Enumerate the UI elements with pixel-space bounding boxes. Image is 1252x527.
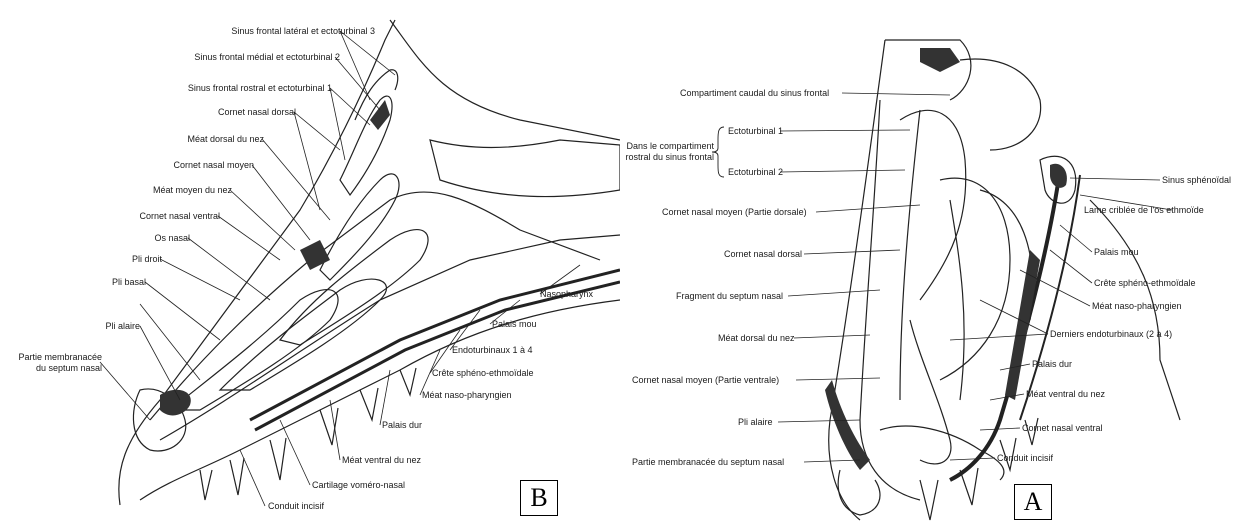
label-palais-dur: Palais dur [1032,359,1072,369]
label-dans-le-compartiment: Dans le compartiment [620,141,714,151]
label-lame-criblee: Lame criblée de l'os ethmoïde [1084,205,1204,215]
panel-b: Sinus frontal latéral et ectoturbinal 3 … [0,0,620,527]
label-meat-naso-pharyngien: Méat naso-pharyngien [422,390,512,400]
label-sinus-frontal-rostral: Sinus frontal rostral et ectoturbinal 1 [160,83,332,93]
label-ectoturbinal-1: Ectoturbinal 1 [728,126,783,136]
label-cornet-nasal-ventral: Cornet nasal ventral [110,211,220,221]
label-meat-dorsal: Méat dorsal du nez [718,333,795,343]
label-crete-spheno-ethmoidale: Crête sphéno-ethmoïdale [1094,278,1196,288]
nasal-cavity-illustration-b [0,0,620,527]
label-meat-ventral: Méat ventral du nez [342,455,421,465]
label-cornet-nasal-dorsal: Cornet nasal dorsal [190,107,296,117]
label-partie-membranacee-septum: Partie membranacée du septum nasal [632,457,784,467]
label-cornet-nasal-moyen-dorsale: Cornet nasal moyen (Partie dorsale) [662,207,807,217]
panel-letter-b: B [520,480,558,516]
label-pli-droit: Pli droit [100,254,162,264]
label-conduit-incisif: Conduit incisif [997,453,1053,463]
label-compartiment-caudal: Compartiment caudal du sinus frontal [680,88,829,98]
label-sinus-frontal-lateral: Sinus frontal latéral et ectoturbinal 3 [175,26,375,36]
label-os-nasal: Os nasal [110,233,190,243]
label-pli-basal: Pli basal [80,277,146,287]
label-endoturbinaux: Endoturbinaux 1 à 4 [452,345,533,355]
label-palais-mou: Palais mou [1094,247,1139,257]
label-sinus-frontal-medial: Sinus frontal médial et ectoturbinal 2 [165,52,340,62]
label-meat-naso-pharyngien: Méat naso-pharyngien [1092,301,1182,311]
label-cornet-nasal-moyen: Cornet nasal moyen [160,160,254,170]
label-sinus-sphenoidal: Sinus sphénoïdal [1162,175,1231,185]
label-cornet-nasal-moyen-ventrale: Cornet nasal moyen (Partie ventrale) [632,375,779,385]
label-nasopharynx: Nasopharynx [540,289,593,299]
label-partie-membranacee: Partie membranacée [6,352,102,362]
label-conduit-incisif: Conduit incisif [268,501,324,511]
label-rostral-du-sinus-frontal: rostral du sinus frontal [620,152,714,162]
label-palais-mou: Palais mou [492,319,537,329]
panel-letter-a: A [1014,484,1052,520]
label-derniers-endoturbinaux: Derniers endoturbinaux (2 à 4) [1050,329,1172,339]
label-cartilage-vomero-nasal: Cartilage voméro-nasal [312,480,405,490]
label-ectoturbinal-2: Ectoturbinal 2 [728,167,783,177]
label-meat-ventral: Méat ventral du nez [1026,389,1105,399]
label-meat-dorsal: Méat dorsal du nez [180,134,264,144]
label-palais-dur: Palais dur [382,420,422,430]
label-fragment-septum-nasal: Fragment du septum nasal [676,291,783,301]
label-pli-alaire: Pli alaire [70,321,140,331]
label-pli-alaire: Pli alaire [738,417,773,427]
panel-a: Compartiment caudal du sinus frontal Dan… [620,0,1252,527]
label-cornet-nasal-ventral: Cornet nasal ventral [1022,423,1103,433]
label-crete-spheno-ethmoidale: Crête sphéno-ethmoïdale [432,368,534,378]
label-du-septum-nasal: du septum nasal [6,363,102,373]
label-meat-moyen: Méat moyen du nez [140,185,232,195]
label-cornet-nasal-dorsal: Cornet nasal dorsal [724,249,802,259]
nasal-cavity-illustration-a [620,0,1252,527]
